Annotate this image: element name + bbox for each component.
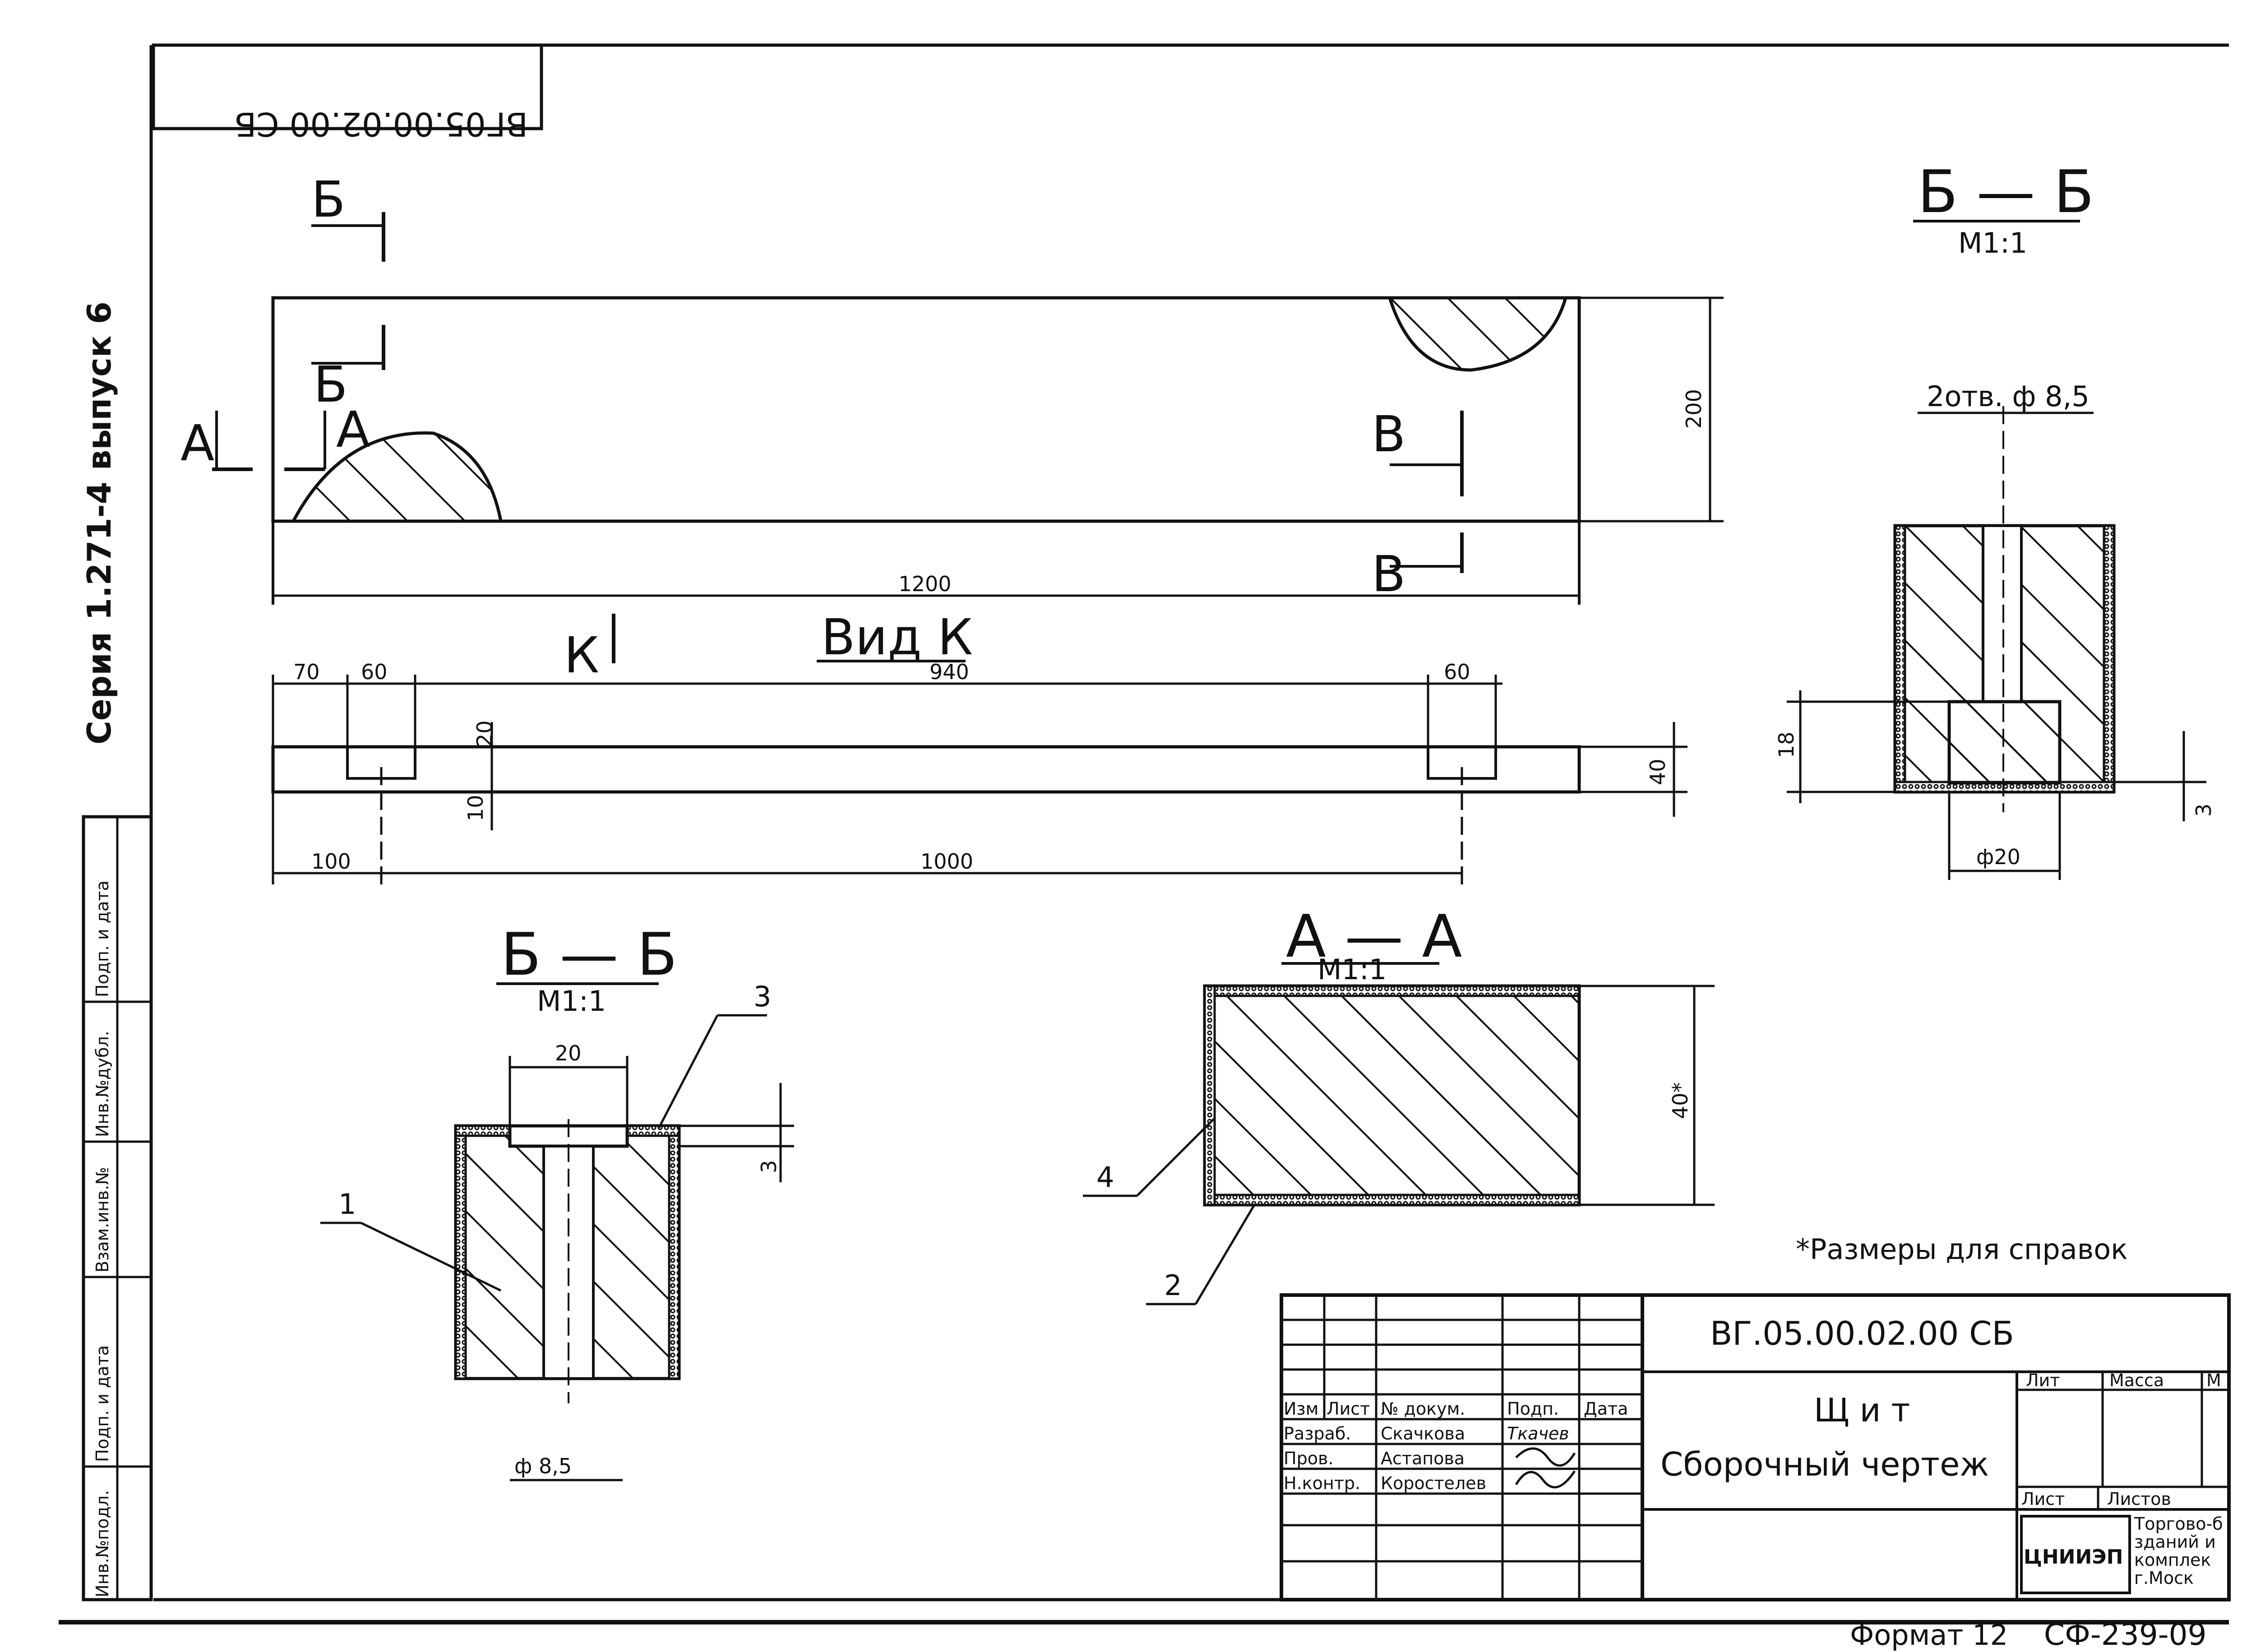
view-k-dim-20: 20 bbox=[472, 720, 497, 747]
tb-h-date: Дата bbox=[1584, 1399, 1628, 1419]
mark-a-right: А bbox=[336, 401, 370, 458]
section-bb-right: Б — Б М1:1 2отв. ф 8,5 18 3 ф20 bbox=[1774, 157, 2216, 880]
tb-h-doc: № докум. bbox=[1381, 1399, 1465, 1419]
view-k-dim-940: 940 bbox=[929, 660, 969, 684]
stamp-code-mirrored: ВГ05.00.02.00 СБ bbox=[234, 105, 528, 143]
tb-r1-role: Разраб. bbox=[1284, 1424, 1351, 1444]
callout-1: 1 bbox=[338, 1188, 356, 1221]
callout-4: 4 bbox=[1096, 1161, 1114, 1194]
tb-h-list: Лист bbox=[1327, 1399, 1370, 1419]
title-block: Изм Лист № докум. Подп. Дата Разраб. Ска… bbox=[1280, 1293, 2231, 1601]
sf-code: СФ-239-09 bbox=[2044, 1617, 2207, 1652]
section-bb-right-scale: М1:1 bbox=[1958, 227, 2027, 259]
section-bb-right-dim-18: 18 bbox=[1774, 731, 1798, 758]
tb-org-1: Торгово-б bbox=[2134, 1514, 2223, 1534]
view-k-dim-60b: 60 bbox=[1444, 660, 1470, 684]
section-aa-dim-40: 40* bbox=[1668, 1082, 1692, 1119]
callout-2: 2 bbox=[1164, 1269, 1182, 1302]
section-bb-right-dim-3: 3 bbox=[2191, 804, 2216, 817]
section-bb-right-title: Б — Б bbox=[1918, 157, 2094, 226]
section-bb-left-scale: М1:1 bbox=[537, 985, 606, 1018]
section-bb-left-dim-3: 3 bbox=[757, 1160, 781, 1173]
length-dim: 1200 bbox=[898, 572, 951, 596]
mark-a-left: А bbox=[180, 414, 214, 472]
section-bb-left: Б — Б М1:1 20 3 ф 8,5 1 3 bbox=[320, 920, 794, 1481]
tb-r3-name: Коростелев bbox=[1381, 1473, 1486, 1493]
top-stamp: ВГ05.00.02.00 СБ bbox=[152, 43, 543, 143]
tb-r1-name: Скачкова bbox=[1381, 1424, 1465, 1444]
main-view: 1200 200 Б Б А А В В К bbox=[180, 171, 1724, 684]
view-k-dim-10: 10 bbox=[463, 795, 488, 821]
mark-b-mid: Б bbox=[314, 356, 347, 413]
series-label: Серия 1.271-4 выпуск 6 bbox=[80, 301, 118, 745]
side-stamp-1: Инв.№подл. bbox=[92, 1490, 112, 1597]
tb-code: ВГ.05.00.02.00 СБ bbox=[1710, 1314, 2014, 1352]
view-k-dim-40: 40 bbox=[1646, 759, 1670, 785]
tb-name-1: Щ и т bbox=[1814, 1391, 1910, 1429]
tb-r2-role: Пров. bbox=[1284, 1448, 1333, 1468]
section-bb-left-dim-d85: ф 8,5 bbox=[514, 1454, 572, 1478]
mark-b-top: Б bbox=[311, 171, 345, 228]
view-k-title: Вид К bbox=[821, 608, 973, 666]
tb-r1-sign: Ткачев bbox=[1507, 1424, 1569, 1444]
side-stamp-2: Подп. и дата bbox=[92, 1345, 112, 1462]
tb-r2-name: Астапова bbox=[1381, 1448, 1465, 1468]
sheet-frame bbox=[59, 43, 2229, 1624]
tb-h-sign: Подп. bbox=[1507, 1399, 1559, 1419]
tb-org-4: г.Моск bbox=[2134, 1568, 2194, 1588]
tb-list: Лист bbox=[2021, 1489, 2065, 1509]
tb-lit: Лит bbox=[2026, 1370, 2060, 1390]
note: *Размеры для справок bbox=[1796, 1233, 2128, 1266]
side-stamp-3: Взам.инв.№ bbox=[92, 1167, 112, 1273]
callout-3: 3 bbox=[754, 980, 771, 1013]
section-bb-right-dim-d20: ф20 bbox=[1976, 845, 2020, 869]
view-k-dim-70: 70 bbox=[293, 660, 320, 684]
tb-h-izm: Изм bbox=[1284, 1399, 1318, 1419]
view-k: Вид К 70 60 940 60 20 10 40 100 1000 bbox=[271, 608, 1687, 884]
tb-org-2: зданий и bbox=[2134, 1532, 2216, 1552]
tb-org-3: комплек bbox=[2134, 1550, 2211, 1570]
view-k-dim-1000: 1000 bbox=[920, 849, 973, 874]
tb-name-2: Сборочный чертеж bbox=[1660, 1445, 1989, 1483]
view-k-dim-100: 100 bbox=[311, 849, 351, 874]
side-stamp-4: Инв.№дубл. bbox=[92, 1031, 112, 1137]
tb-listov: Листов bbox=[2107, 1489, 2171, 1509]
side-stamp-5: Подп. и дата bbox=[92, 880, 112, 997]
format-label: Формат 12 bbox=[1850, 1619, 2008, 1652]
side-stamp: Инв.№подл. Подп. и дата Взам.инв.№ Инв.№… bbox=[82, 815, 153, 1601]
section-aa-scale: М1:1 bbox=[1318, 953, 1387, 986]
view-k-arrow: К bbox=[564, 626, 599, 684]
mark-v-top: В bbox=[1372, 405, 1405, 463]
mark-v-bottom: В bbox=[1372, 545, 1405, 603]
section-bb-left-title: Б — Б bbox=[501, 920, 677, 989]
height-dim: 200 bbox=[1682, 389, 1706, 429]
view-k-dim-60a: 60 bbox=[361, 660, 388, 684]
tb-massa: Масса bbox=[2109, 1370, 2164, 1390]
tb-r3-role: Н.контр. bbox=[1284, 1473, 1360, 1493]
tb-org-logo: ЦНИИЭП bbox=[2024, 1546, 2123, 1569]
tb-masshtab: М bbox=[2206, 1370, 2221, 1390]
section-bb-right-holes: 2отв. ф 8,5 bbox=[1927, 380, 2090, 413]
section-bb-left-dim-20: 20 bbox=[555, 1041, 582, 1065]
section-aa-title: А — А bbox=[1286, 902, 1462, 971]
section-aa: А — А М1:1 40* 4 2 bbox=[1083, 902, 1715, 1305]
